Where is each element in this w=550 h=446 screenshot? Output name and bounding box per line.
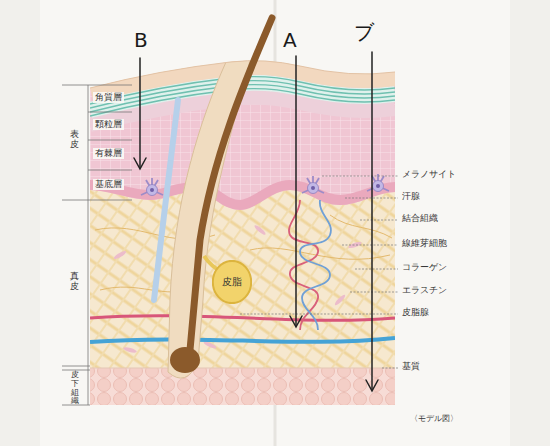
part-label: エラスチン — [402, 285, 447, 296]
region-label: 皮下組織 — [71, 371, 79, 406]
part-label: 皮脂腺 — [402, 307, 429, 318]
caption-note: 〈モデル図〉 — [410, 414, 458, 424]
part-label: 基質 — [402, 361, 420, 372]
part-label: コラーゲン — [402, 262, 447, 273]
layer-label: 顆粒層 — [93, 119, 124, 130]
letter-marker: B — [134, 28, 148, 52]
part-label: 線維芽細胞 — [402, 238, 447, 249]
letter-marker: A — [283, 28, 297, 52]
letter-marker: ブ — [354, 20, 374, 44]
part-label: 汗腺 — [402, 191, 420, 202]
node-text: 皮脂 — [222, 275, 242, 289]
region-label: 真皮 — [70, 272, 79, 292]
gland-shape — [213, 261, 251, 303]
sebum-gland: 皮脂 — [212, 260, 252, 304]
layer-label: 基底層 — [93, 179, 124, 190]
part-label: 結合組織 — [402, 213, 438, 224]
layer-label: 有棘層 — [93, 148, 124, 159]
part-label: メラノサイト — [402, 169, 456, 180]
region-label: 表皮 — [70, 130, 79, 150]
layer-label: 角質層 — [93, 92, 124, 103]
